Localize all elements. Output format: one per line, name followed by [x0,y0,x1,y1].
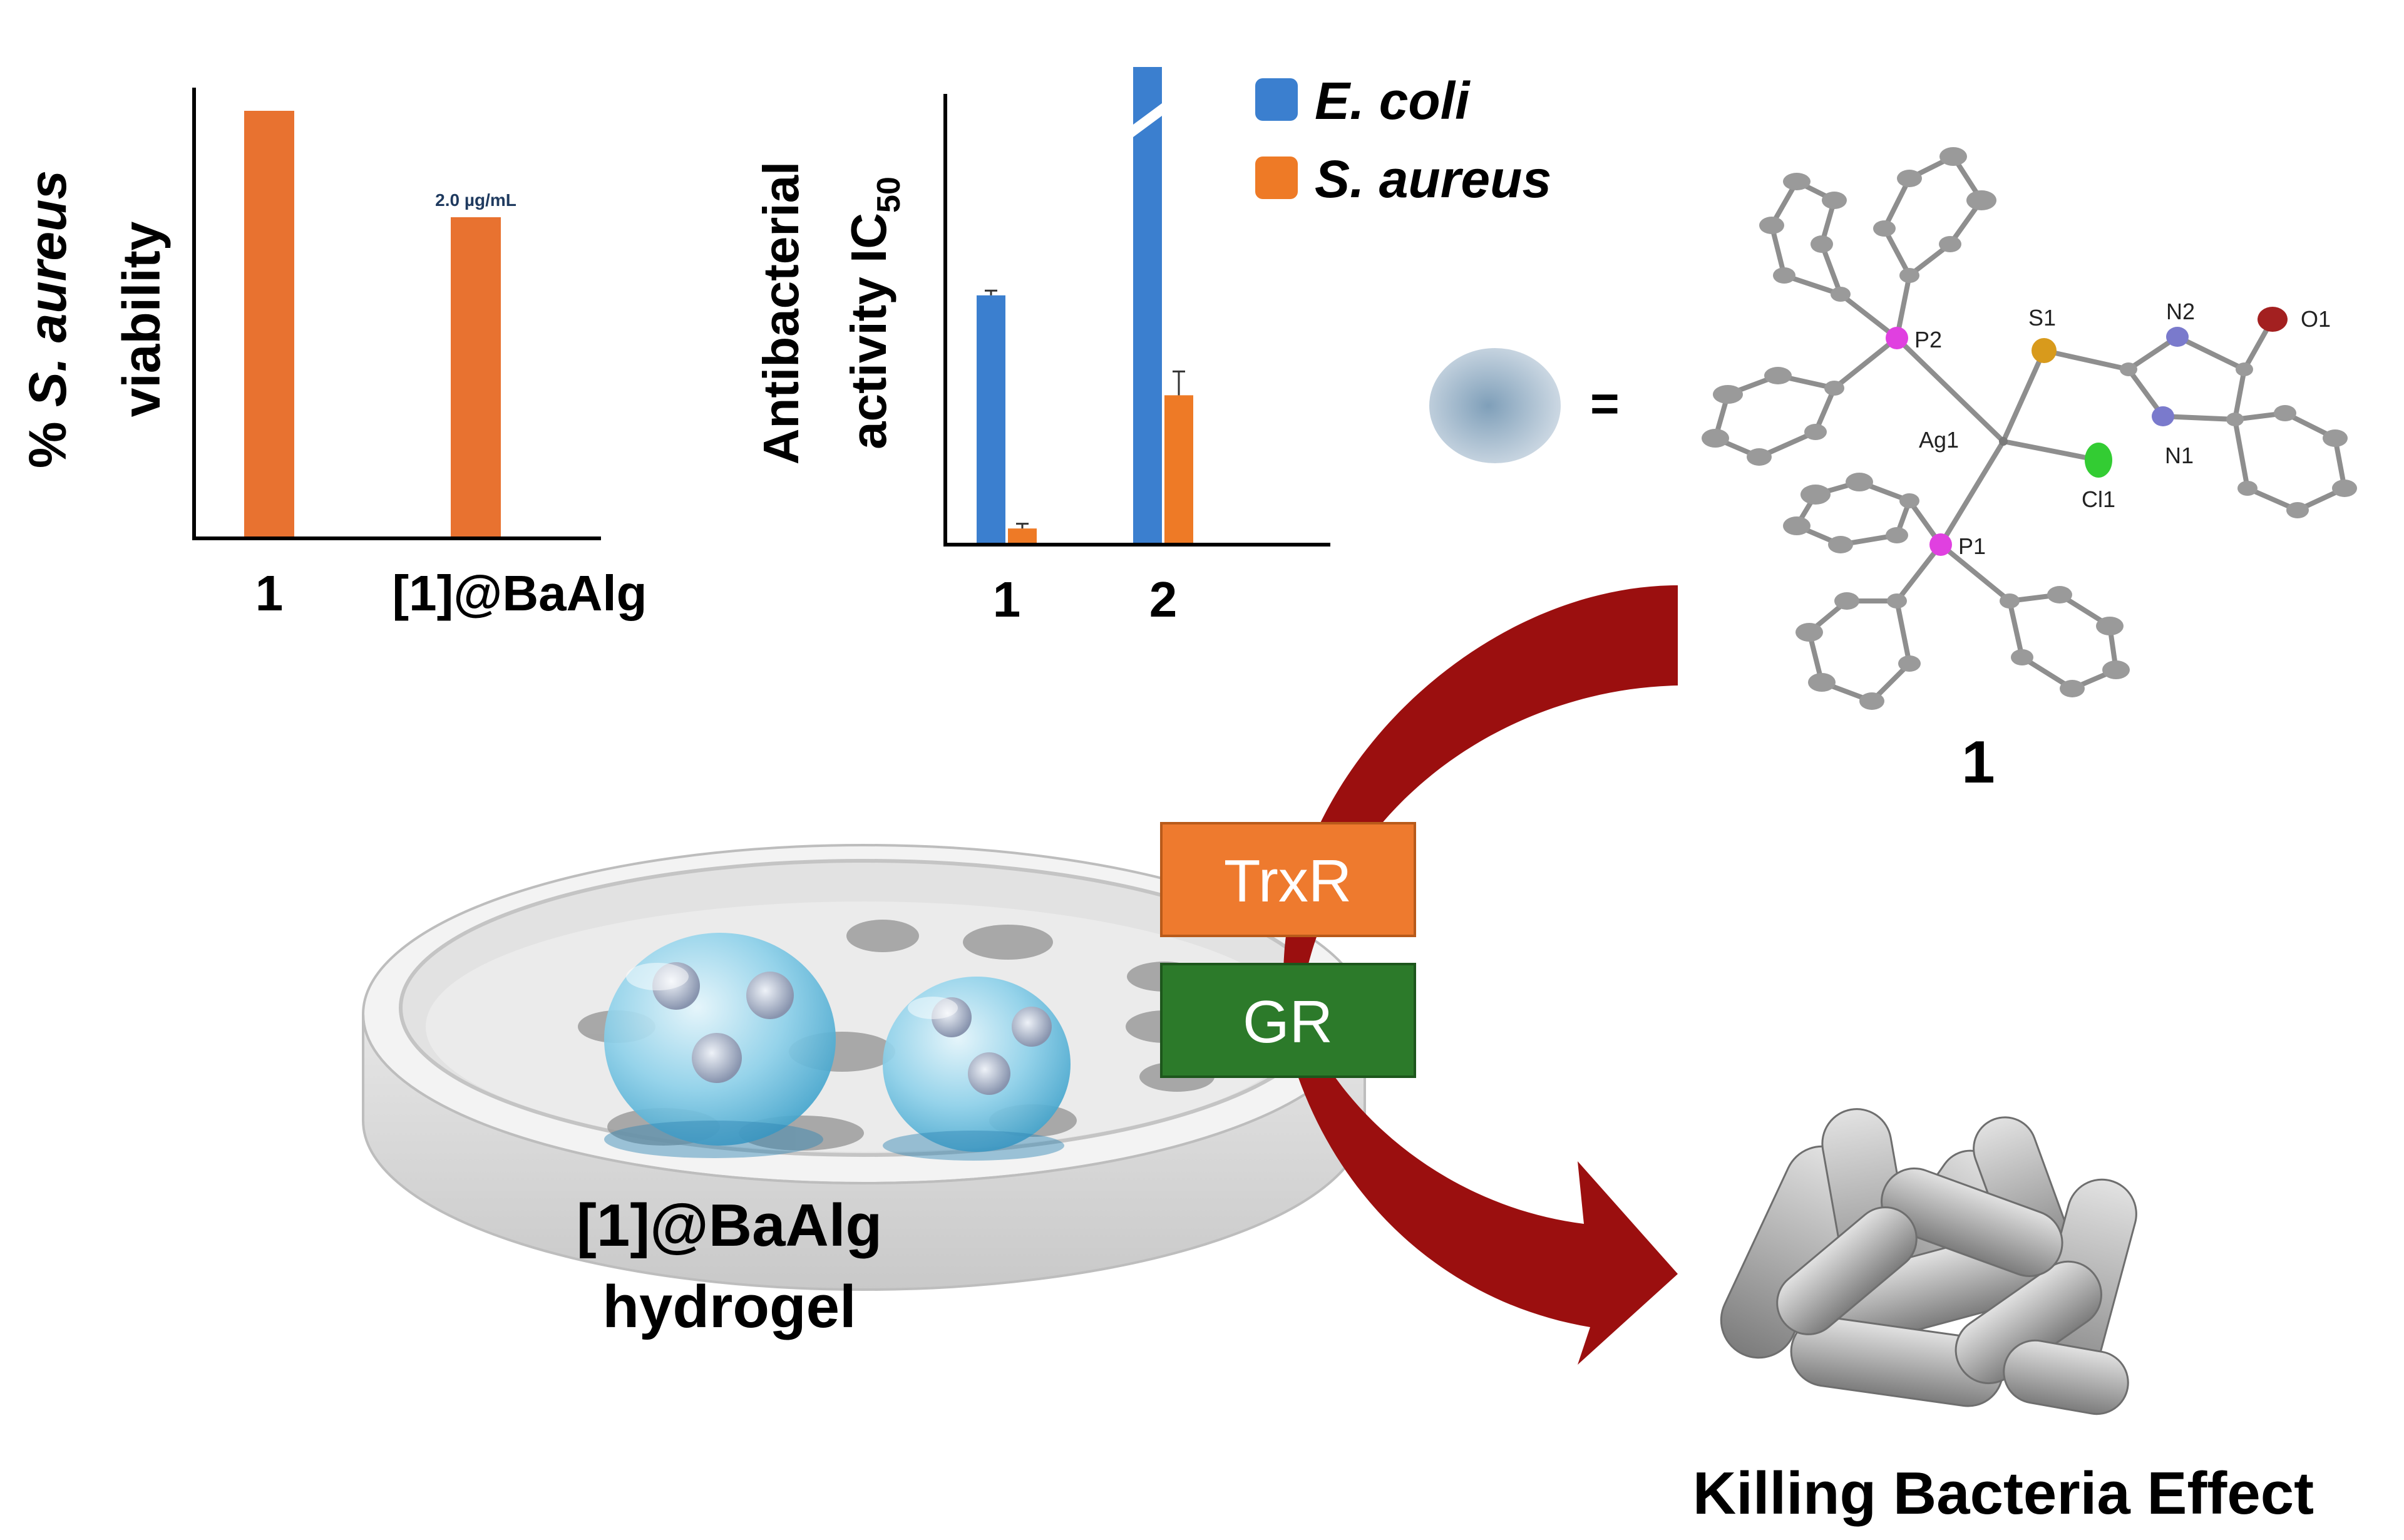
atom-label: P1 [1958,533,1986,559]
y-label-base: activity IC [841,213,896,449]
atom-label: O1 [2301,306,2331,332]
category-label: 2 [1149,572,1178,627]
molecule-thermal-ellipsoids [1702,147,2357,710]
legend-swatch-saureus [1255,157,1298,199]
nitrogen-atom [2152,406,2174,426]
y-axis-label: % S. aureus [18,170,77,468]
legend-swatch-ecoli [1255,78,1298,121]
y-label-prefix: % [18,407,77,468]
atom-label: P2 [1914,327,1942,352]
result-label: Killing Bacteria Effect [1693,1460,2314,1527]
nitrogen-atom [2166,327,2189,347]
gr-label: GR [1243,988,1333,1055]
phosphorus-atom [1929,533,1952,556]
atom-label: S1 [2028,305,2056,331]
curved-arrow-head [1283,1027,1678,1365]
compound-number: 1 [1961,729,1995,796]
legend-label-saureus: S. aureus [1315,150,1551,208]
category-label: 1 [993,572,1021,627]
ic50-chart: 1 2 Antibacterial activity IC50 E. coli … [753,67,1551,627]
chlorine-atom [2085,443,2112,478]
hydrogel-bead-icon [1429,348,1561,463]
viability-bar [451,217,501,536]
bars [244,111,501,536]
y-axis-label: Antibacterial [753,162,809,465]
atom-label: N1 [2165,443,2194,468]
bacteria-cluster [1720,1108,2137,1415]
atom-label: Cl1 [2082,486,2115,512]
atom-labels: P2 S1 N2 O1 Ag1 N1 Cl1 P1 [1914,299,2331,559]
gr-box [1160,963,1416,1078]
hydrogel-label-line2: hydrogel [602,1273,856,1340]
y-axis-label-line2: activity IC50 [841,177,907,449]
ic50-bar [1133,67,1162,543]
atom-label: Ag1 [1919,427,1959,453]
ic50-bar [977,295,1005,543]
axis-break-mark [1131,101,1164,139]
y-label-species: S. aureus [18,170,77,407]
viability-bar [244,111,294,536]
oxygen-atom [2258,307,2288,332]
bars [977,67,1193,543]
viability-chart: 2.0 µg/mL 1 [1]@BaAlg % S. aureus viabil… [18,88,647,621]
silver-atom [1999,437,2008,446]
hydrogel-label: [1]@BaAlg [577,1192,882,1259]
ic50-bar [1008,528,1037,543]
bar-annotation: 2.0 µg/mL [435,190,516,210]
y-axis-label-line2: viability [112,221,171,417]
petri-dish [362,844,1366,1291]
y-label-subscript: 50 [871,177,907,213]
atom-label: N2 [2166,299,2195,324]
trxr-box [1160,822,1416,937]
curved-arrow-top [1283,585,1678,977]
sulfur-atom [2032,338,2057,363]
ic50-bar [1164,395,1193,543]
legend-label-ecoli: E. coli [1315,71,1471,130]
category-label: [1]@BaAlg [393,565,647,621]
equals-sign: = [1590,376,1620,431]
trxr-label: TrxR [1224,848,1352,915]
molecule-heteroatoms [1886,307,2288,556]
phosphorus-atom [1886,327,1908,349]
category-label: 1 [255,565,284,621]
